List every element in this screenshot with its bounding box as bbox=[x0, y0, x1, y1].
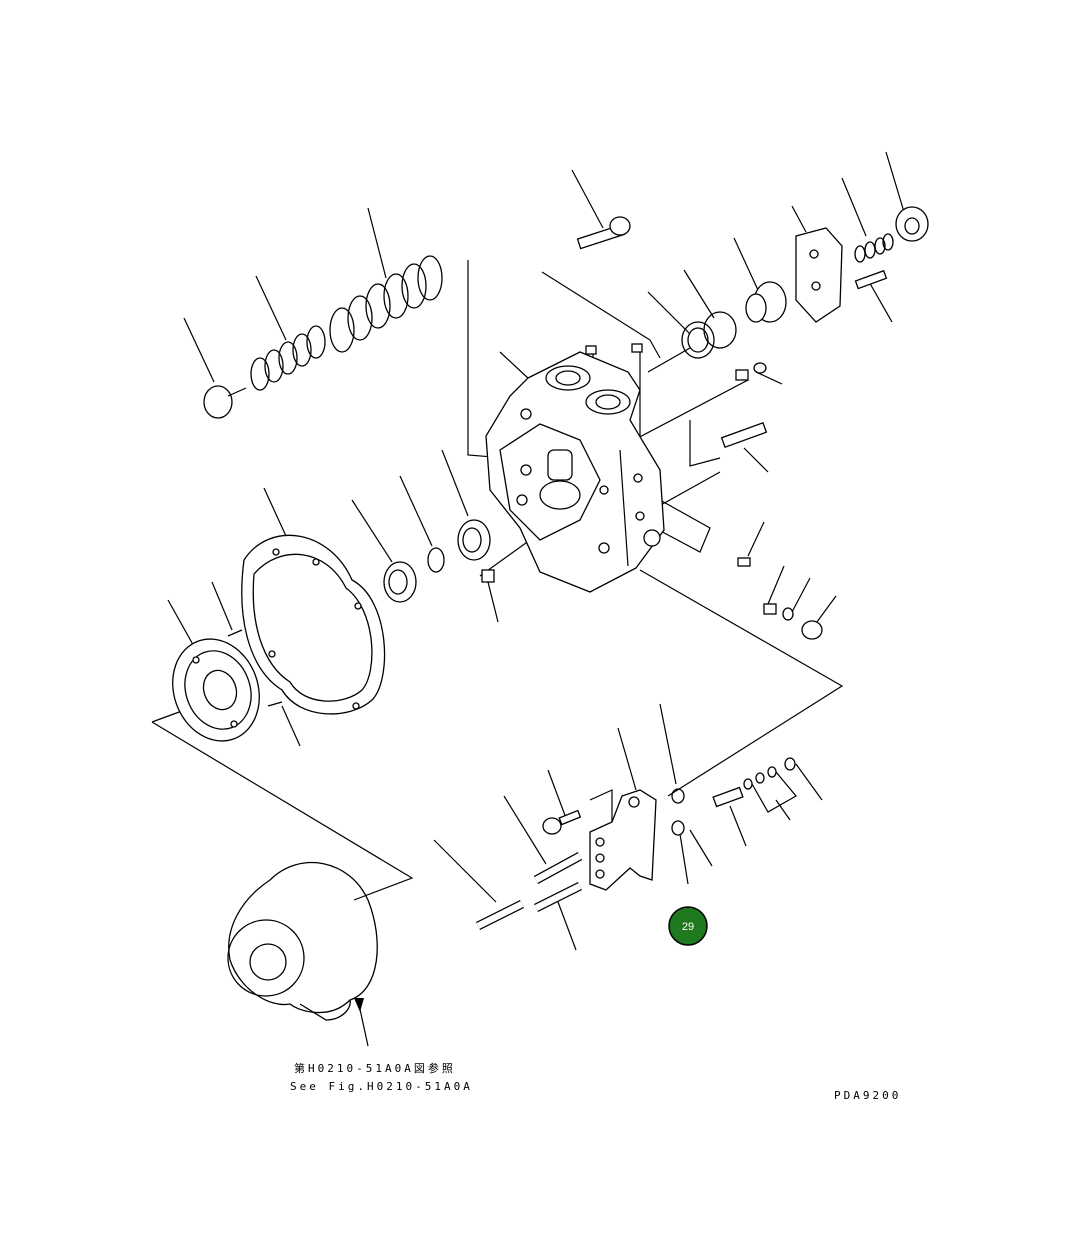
end-cover bbox=[172, 638, 260, 742]
o-rings-top bbox=[681, 311, 767, 374]
inner-spring bbox=[250, 325, 326, 391]
top-bolt bbox=[576, 216, 631, 250]
block-bolt bbox=[542, 809, 582, 835]
o-rings-bottom bbox=[671, 757, 796, 836]
gasket bbox=[241, 534, 386, 715]
spring-seat bbox=[203, 385, 247, 419]
reference-note-jp: 第H0210-51A0A図参照 bbox=[294, 1061, 456, 1075]
pump-housing bbox=[227, 861, 378, 1047]
valve-body bbox=[485, 351, 665, 593]
item-number-badge[interactable]: 29 bbox=[668, 906, 708, 946]
small-bolt-right bbox=[854, 269, 888, 290]
item-number-badge-label: 29 bbox=[682, 921, 694, 933]
adjust-screw bbox=[854, 233, 894, 263]
piston-cap bbox=[745, 281, 787, 323]
spool-plug bbox=[712, 786, 744, 808]
lock-nut bbox=[895, 206, 929, 242]
long-pins bbox=[475, 852, 583, 931]
cover-plate bbox=[795, 227, 843, 323]
needle-bearing bbox=[383, 519, 491, 603]
dowel-pins bbox=[227, 629, 283, 707]
drawing-code: PDA9200 bbox=[834, 1089, 901, 1102]
reference-note-en: See Fig.H0210-51A0A bbox=[290, 1080, 473, 1093]
leader-lines bbox=[151, 151, 905, 951]
plugs-and-screws bbox=[481, 343, 823, 640]
outer-spring bbox=[329, 255, 443, 353]
control-block bbox=[589, 789, 657, 891]
